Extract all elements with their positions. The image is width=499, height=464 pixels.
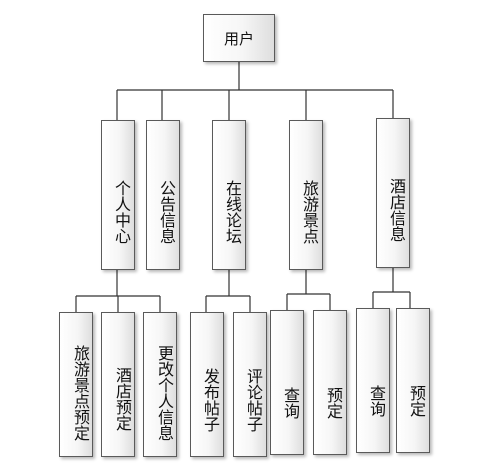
- node-tourist-attractions: 旅游景点: [289, 120, 323, 270]
- node-hotel-info: 酒店信息: [376, 118, 410, 268]
- node-hotel-book: 预定: [396, 308, 430, 453]
- node-user: 用户: [203, 14, 275, 62]
- node-edit-profile: 更改个人信息: [143, 312, 177, 457]
- node-comment-thread: 评论帖子: [233, 312, 267, 457]
- node-attraction-query: 查询: [270, 310, 304, 455]
- node-announcements: 公告信息: [146, 120, 180, 270]
- node-book-attraction: 旅游景点预定: [59, 312, 93, 457]
- node-personal-center: 个人中心: [101, 120, 135, 270]
- node-online-forum: 在线论坛: [212, 120, 246, 270]
- node-book-hotel: 酒店预定: [101, 312, 135, 457]
- node-hotel-query: 查询: [356, 308, 390, 453]
- node-post-thread: 发布帖子: [190, 312, 224, 457]
- node-attraction-book: 预定: [313, 310, 347, 455]
